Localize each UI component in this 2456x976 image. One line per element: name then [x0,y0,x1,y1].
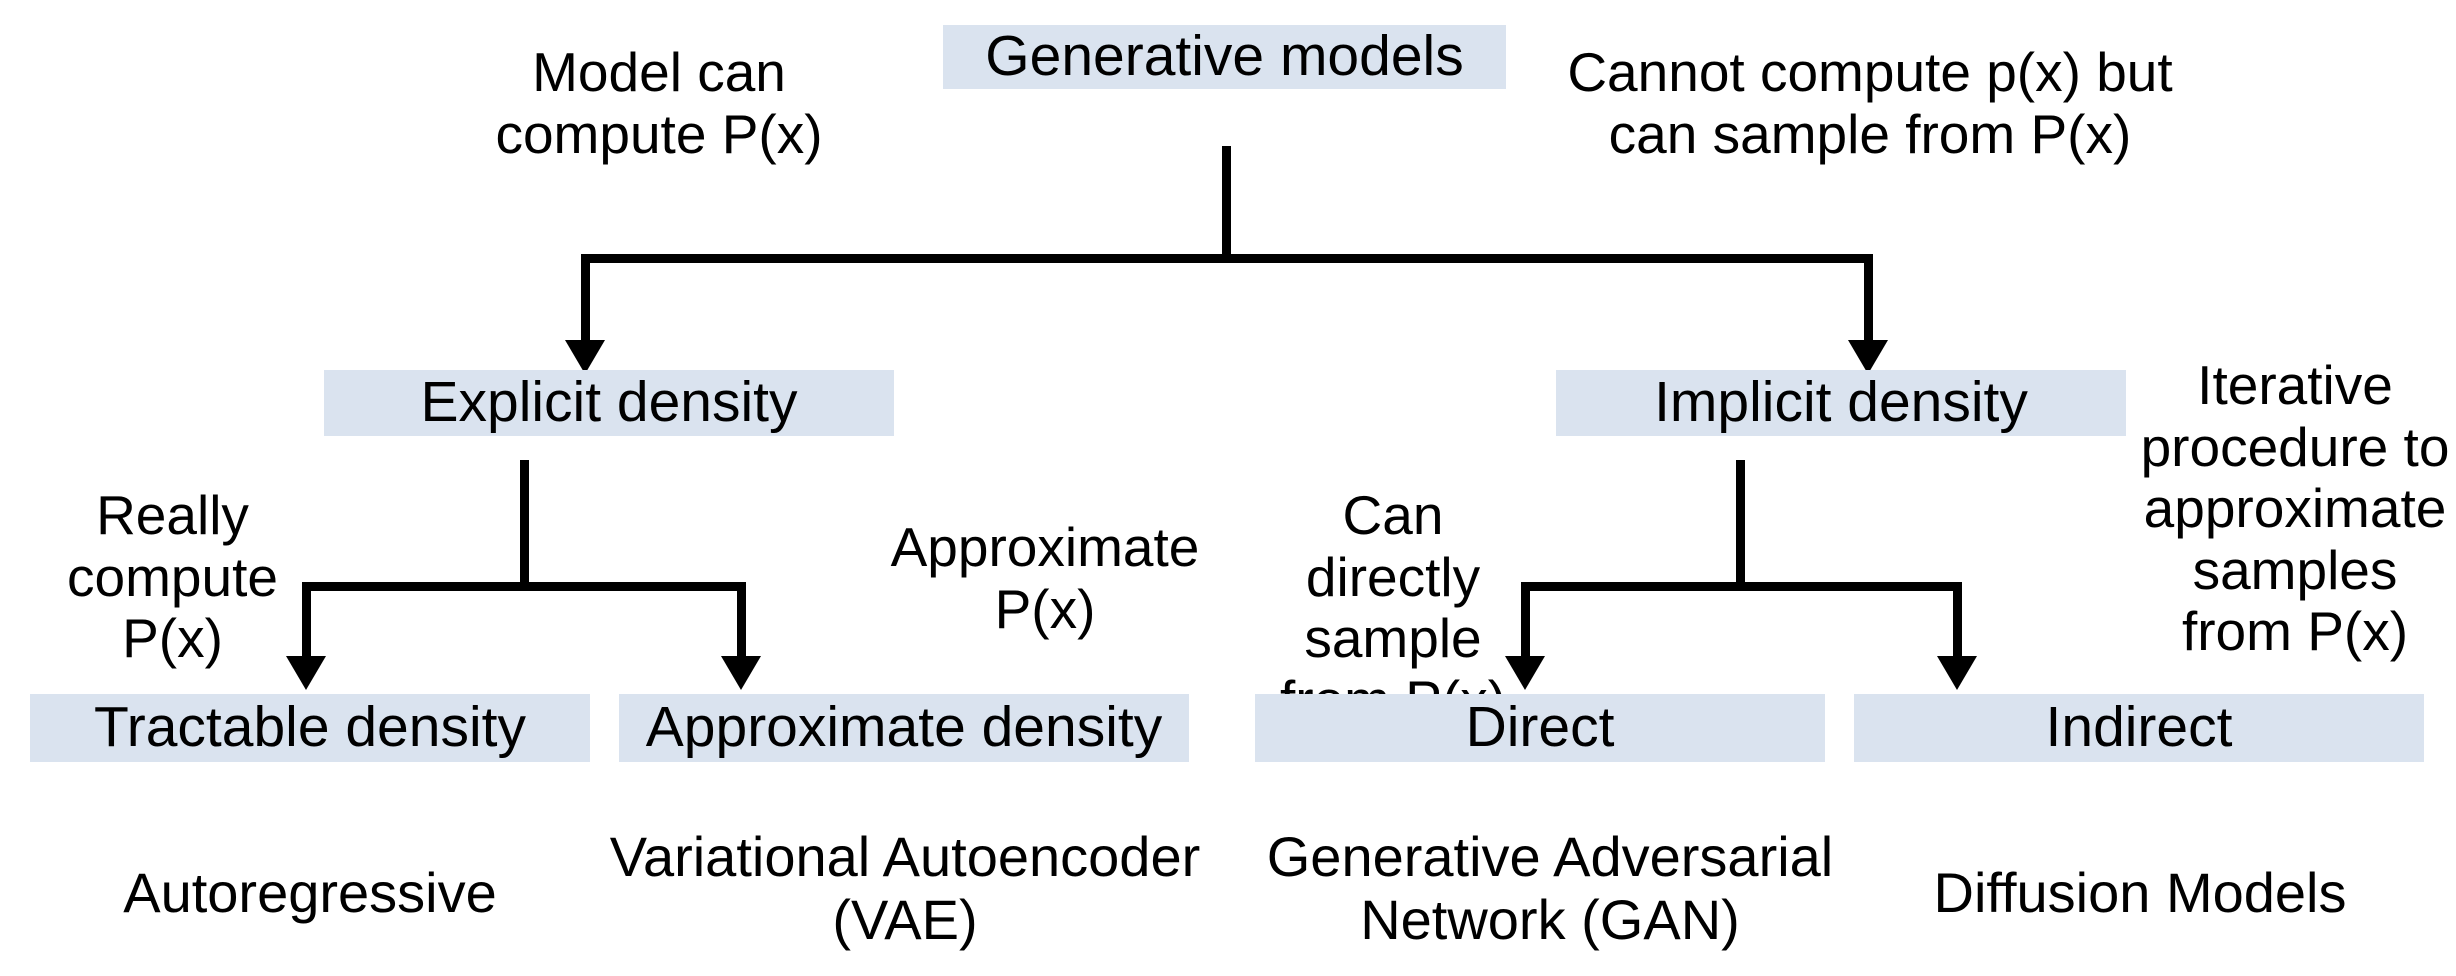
node-tractable-density[interactable]: Tractable density [30,694,590,762]
connector-implicit-bar [1521,582,1962,591]
arrow-to-implicit-density [1848,340,1888,374]
caption-vae: Variational Autoencoder (VAE) [609,825,1201,951]
node-explicit-density[interactable]: Explicit density [324,370,894,436]
node-generative-models[interactable]: Generative models [943,25,1506,89]
node-implicit-density[interactable]: Implicit density [1556,370,2126,436]
edge-label-cannot-compute: Cannot compute p(x) but can sample from … [1567,41,2173,165]
edge-label-iterative-procedure: Iterative procedure to approximate sampl… [2140,354,2450,663]
connector-level1-left-drop [581,254,590,349]
connector-explicit-trunk [520,460,529,588]
caption-diffusion-models: Diffusion Models [1933,861,2347,924]
caption-autoregressive: Autoregressive [123,861,497,924]
node-indirect[interactable]: Indirect [1854,694,2424,762]
arrow-to-approximate-density [721,656,761,690]
connector-implicit-trunk [1736,460,1745,588]
connector-explicit-right-drop [737,582,746,664]
edge-label-model-can-compute: Model can compute P(x) [495,41,823,165]
edge-label-approximate-px: Approximate P(x) [890,516,1200,640]
connector-level1-right-drop [1864,254,1873,349]
connector-explicit-bar [302,582,746,591]
node-direct[interactable]: Direct [1255,694,1825,762]
node-approximate-density[interactable]: Approximate density [619,694,1189,762]
edge-label-really-compute: Really compute P(x) [67,484,278,670]
connector-implicit-right-drop [1953,582,1962,664]
connector-root-trunk [1222,146,1231,263]
caption-gan: Generative Adversarial Network (GAN) [1266,825,1834,951]
arrow-to-indirect [1937,656,1977,690]
arrow-to-explicit-density [565,340,605,374]
connector-level1-bar [581,254,1873,263]
